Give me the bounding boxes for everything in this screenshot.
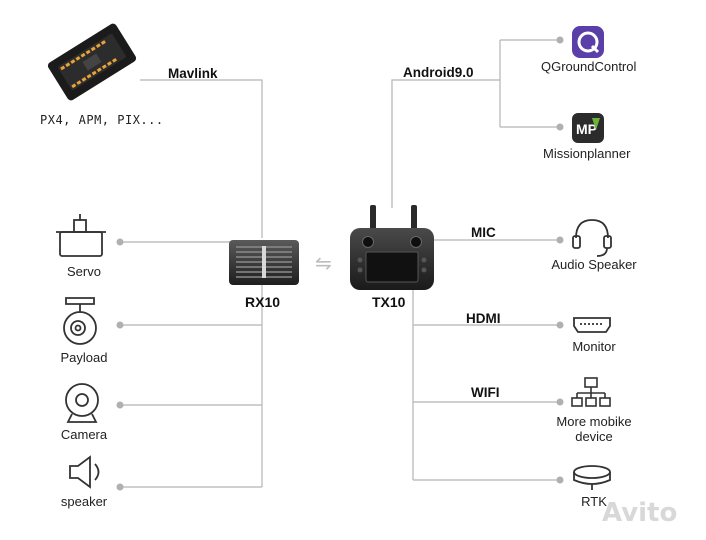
speaker-icon [69,455,100,489]
tx10-transmitter-icon [350,205,434,290]
camera-label: Camera [60,427,108,442]
mp-icon-text: MP [576,121,597,137]
mobile-device-label-line1: More mobike [556,414,632,429]
rtk-label: RTK [581,494,607,509]
connector-lines [120,39,560,488]
audio-speaker-label: Audio Speaker [551,257,637,272]
mic-label: MIC [471,225,496,240]
network-device-icon [571,377,611,407]
mavlink-label: Mavlink [168,66,218,81]
payload-label: Payload [60,350,108,365]
rtk-antenna-icon [573,465,611,490]
flight-controller-icon [47,23,137,101]
connector-dots [116,36,564,491]
speaker-label: speaker [60,494,108,509]
camera-icon [65,383,99,423]
wifi-label: WIFI [471,385,500,400]
avito-watermark: Avito [602,498,678,528]
hdmi-port-icon [573,317,611,333]
monitor-label: Monitor [572,339,616,354]
missionplanner-label: Missionplanner [543,146,631,161]
mobile-device-label-line2: device [575,429,613,444]
rx10-label: RX10 [245,294,281,310]
servo-label: Servo [67,264,101,279]
payload-gimbal-icon [63,297,97,345]
hdmi-label: HDMI [466,311,501,326]
qgroundcontrol-icon [572,26,604,58]
mobile-device-label: More mobike device [556,414,631,444]
flight-controller-label: PX4, APM, PIX... [40,113,164,127]
headset-icon [572,219,612,257]
tx10-label: TX10 [372,294,406,310]
sync-arrow-icon: ⇋ [315,251,332,275]
qgroundcontrol-label: QGroundControl [541,59,637,74]
missionplanner-icon: MP [572,113,604,143]
rx10-receiver-icon [229,240,299,285]
servo-icon [56,214,106,257]
android-label: Android9.0 [403,65,474,80]
